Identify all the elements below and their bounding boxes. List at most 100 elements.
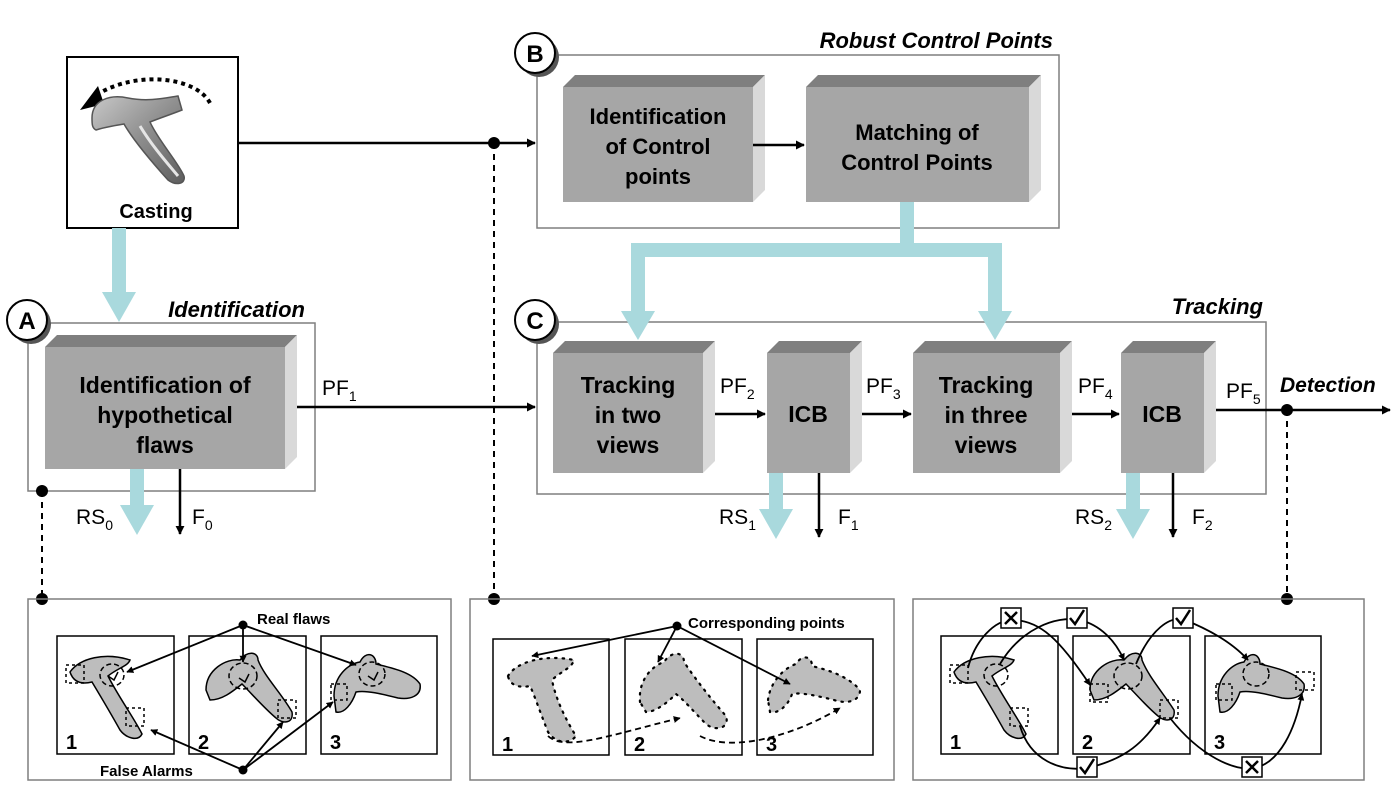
corresponding-points-label: Corresponding points	[688, 615, 845, 632]
block-identification-line2: hypothetical	[97, 402, 232, 428]
section-c-title: Tracking	[1172, 294, 1264, 319]
points-shape-view-1	[506, 656, 578, 743]
block-icb-1-label: ICB	[788, 401, 828, 427]
block-control-points: Identification of Control points	[563, 75, 765, 202]
label-detection: Detection	[1280, 374, 1376, 397]
panel-flaws-view-3	[320, 635, 438, 755]
label-pf4: PF4	[1078, 375, 1113, 402]
label-rs1: RS1	[719, 506, 756, 533]
block-matching: Matching of Control Points	[806, 75, 1041, 202]
panel-flaws-view-1-number: 1	[66, 732, 77, 754]
flaw-mark-1	[107, 671, 119, 682]
detection-box-1	[949, 664, 969, 684]
flaw-mark-2	[238, 673, 250, 684]
false-alarm-box-2	[125, 707, 145, 727]
section-b-frame	[536, 54, 1060, 229]
false-alarm-pointer-3	[242, 701, 334, 771]
panel-detection-view-3-number: 3	[1214, 732, 1225, 754]
panel-points-view-1-number: 1	[502, 734, 513, 756]
panel-points-frame	[469, 598, 895, 781]
label-pf5: PF5	[1226, 380, 1261, 407]
detection-box-3	[1089, 683, 1109, 703]
block-identification: Identification of hypothetical flaws	[45, 335, 297, 469]
section-a-title: Identification	[168, 297, 305, 322]
section-b-letter: B	[526, 41, 543, 68]
label-pf3: PF3	[866, 375, 901, 402]
corresponding-pointer-3	[676, 625, 791, 685]
block-matching-line2: Control Points	[841, 150, 993, 175]
false-alarm-box-3	[277, 699, 297, 719]
false-alarms-label: False Alarms	[100, 763, 193, 780]
label-rs0: RS0	[76, 506, 113, 533]
block-matching-line1: Matching of	[855, 120, 979, 145]
cyan-arrow-matching-to-tracking	[621, 202, 1012, 340]
panel-flaws-view-3-number: 3	[330, 732, 341, 754]
section-a-letter: A	[18, 308, 35, 335]
false-alarm-pointer-2	[242, 721, 284, 771]
check-mark-icon	[1066, 607, 1088, 629]
real-flaw-ellipse-2	[228, 662, 258, 690]
flaw-shape-view-3	[333, 653, 421, 713]
block-tracking-three: Tracking in three views	[913, 341, 1072, 473]
label-pf1: PF1	[322, 377, 357, 404]
section-c-frame	[536, 321, 1267, 495]
corresponding-pointer-1	[531, 625, 678, 659]
block-control-points-line3: points	[625, 164, 691, 189]
real-flaws-pointer-3	[242, 624, 357, 667]
flaw-shape-view-1	[69, 655, 143, 740]
panel-points-view-2-number: 2	[634, 734, 645, 756]
section-c-letter: C	[526, 308, 543, 335]
section-c-badge: C	[514, 299, 559, 344]
block-tracking-two-line1: Tracking	[581, 372, 676, 398]
real-flaws-label: Real flaws	[257, 611, 330, 628]
panel-flaws-view-2-number: 2	[198, 732, 209, 754]
panel-flaws-frame	[27, 598, 452, 781]
cross-mark-icon	[1241, 756, 1263, 778]
section-b-title: Robust Control Points	[820, 28, 1053, 53]
detection-shape-view-1	[953, 655, 1027, 740]
real-flaw-ellipse-1	[99, 663, 125, 687]
dashed-correspondence-2	[699, 707, 841, 744]
check-mark-icon	[1076, 756, 1098, 778]
false-alarm-box-4	[330, 683, 348, 701]
detection-ellipse-1	[983, 663, 1009, 687]
rs1-arrow	[759, 473, 793, 539]
t-casting-highlight	[138, 125, 180, 177]
block-tracking-two: Tracking in two views	[553, 341, 715, 473]
label-f2: F2	[1192, 506, 1213, 533]
block-tracking-three-line2: in three	[944, 402, 1027, 428]
block-tracking-two-line2: in two	[595, 402, 661, 428]
detection-shape-view-3	[1217, 653, 1305, 713]
t-casting-icon	[91, 95, 185, 185]
points-shape-view-2	[638, 652, 728, 730]
dashed-correspondence-1	[547, 716, 681, 744]
rs0-arrow	[120, 469, 154, 535]
false-alarm-box-1	[65, 664, 85, 684]
detection-ellipse-2	[1113, 662, 1143, 690]
panel-points-view-3-number: 3	[766, 734, 777, 756]
rs2-arrow	[1116, 473, 1150, 539]
label-f0: F0	[192, 506, 213, 533]
flaw-mark-3	[367, 671, 379, 682]
section-b-badge: B	[514, 32, 559, 77]
block-tracking-three-line1: Tracking	[939, 372, 1034, 398]
block-tracking-two-line3: views	[597, 432, 660, 458]
detection-box-4	[1159, 699, 1179, 719]
corresponding-pointer-2	[657, 625, 678, 663]
block-control-points-line1: Identification	[590, 104, 727, 129]
block-tracking-three-line3: views	[955, 432, 1018, 458]
block-icb-2: ICB	[1121, 341, 1216, 473]
detection-box-2	[1009, 707, 1029, 727]
block-icb-1: ICB	[767, 341, 862, 473]
real-flaw-ellipse-3	[358, 661, 386, 687]
casting-label: Casting	[119, 201, 192, 223]
label-rs2: RS2	[1075, 506, 1112, 533]
real-flaws-pointer-1	[126, 624, 244, 673]
block-control-points-line2: of Control	[605, 134, 710, 159]
block-icb-2-label: ICB	[1142, 401, 1182, 427]
detection-ellipse-3	[1242, 661, 1270, 687]
cross-mark-icon	[1000, 607, 1022, 629]
points-shape-view-3	[766, 656, 862, 714]
panel-detection-view-1-number: 1	[950, 732, 961, 754]
panel-detection-frame	[912, 598, 1365, 781]
